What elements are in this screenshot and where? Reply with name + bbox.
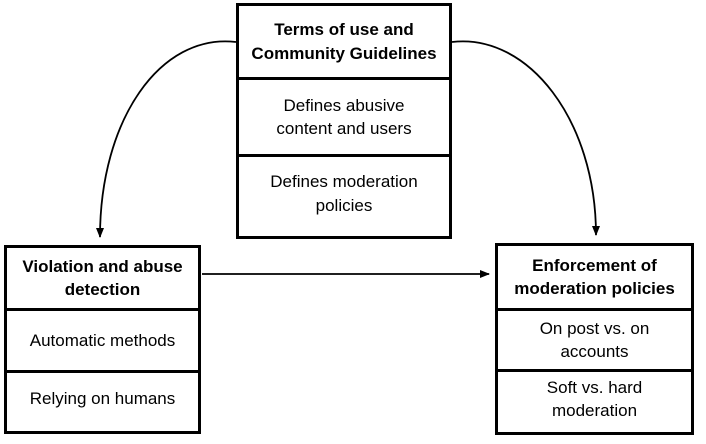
detection-box-title: Violation and abuse detection [22,256,183,299]
enforcement-box-item-soft-vs-hard: Soft vs. hard moderation [498,369,691,426]
terms-box-title: Terms of use and Community Guidelines [251,20,437,63]
detection-box-item-automatic-methods: Automatic methods [7,308,198,370]
enforcement-box-item-post-vs-accounts: On post vs. on accounts [498,308,691,369]
enforcement-box: Enforcement of moderation policies On po… [495,243,694,435]
terms-box-item-defines-abusive: Defines abusive content and users [239,77,449,154]
terms-box: Terms of use and Community Guidelines De… [236,3,452,239]
detection-box: Violation and abuse detection Automatic … [4,245,201,434]
terms-box-item-defines-policies: Defines moderation policies [239,154,449,230]
arrow-terms-to-detection [96,40,237,238]
enforcement-box-title: Enforcement of moderation policies [514,255,675,298]
detection-box-item-relying-on-humans: Relying on humans [7,370,198,425]
arrow-terms-to-enforcement [451,40,600,236]
